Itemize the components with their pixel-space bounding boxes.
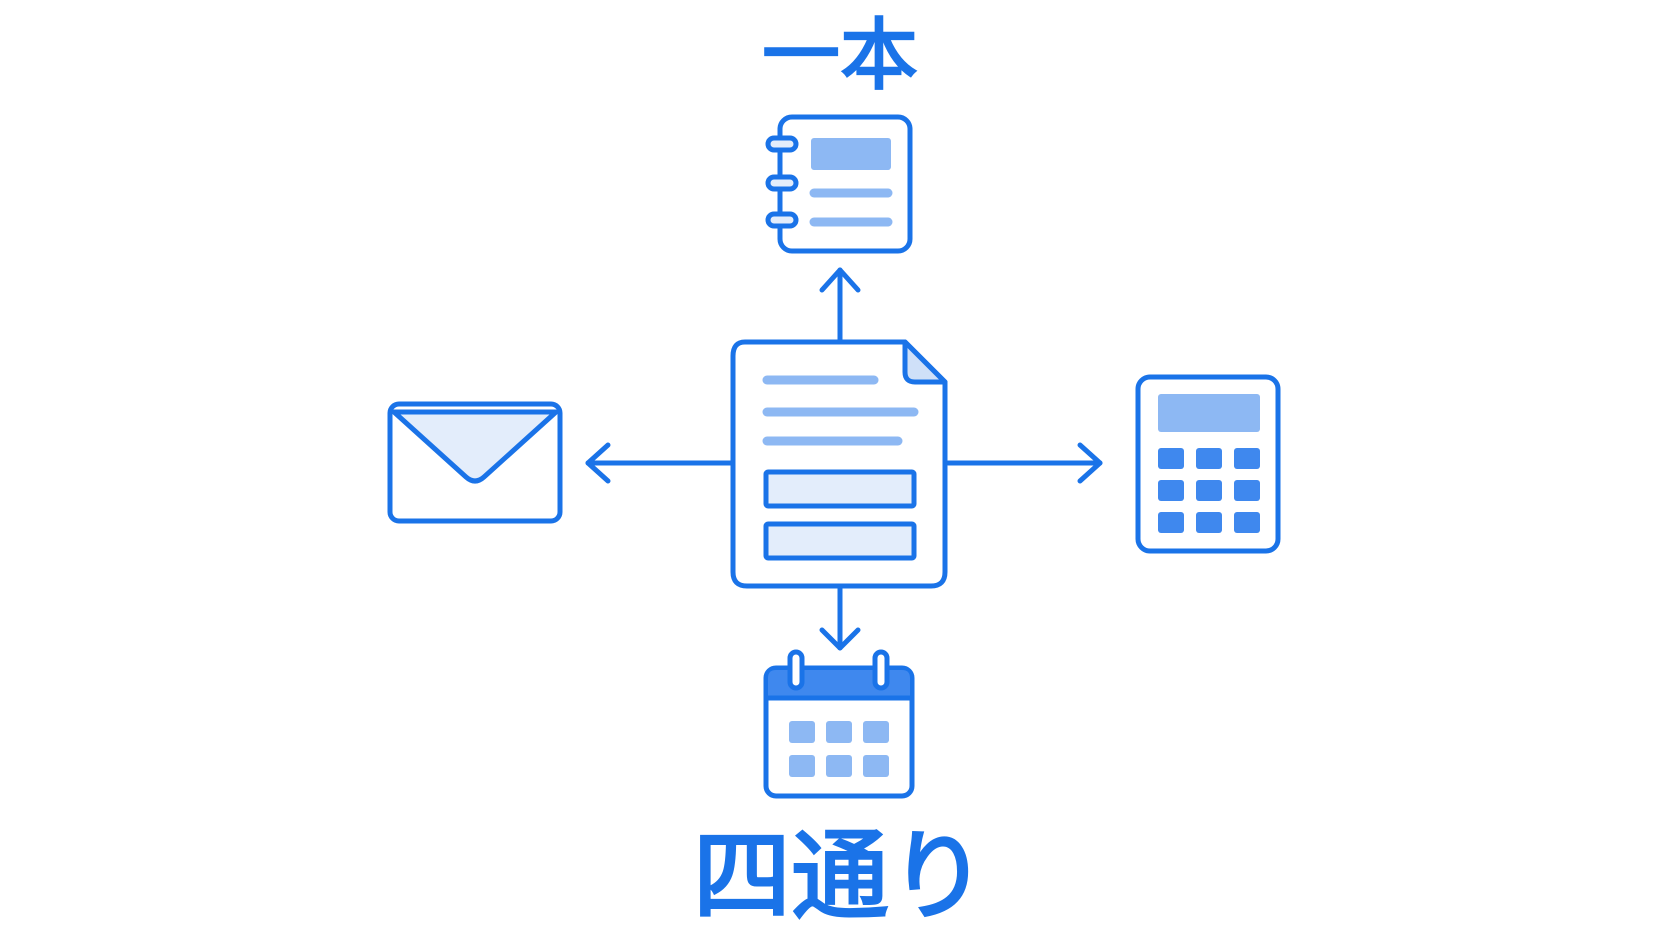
document-icon [730, 339, 948, 589]
notebook-icon [765, 114, 913, 254]
calendar-icon [763, 649, 915, 799]
calculator-icon [1135, 374, 1281, 554]
arrow-up-icon [819, 267, 861, 345]
arrow-down-icon [819, 585, 861, 651]
bottom-label: 四通り [693, 820, 987, 934]
arrow-left-icon [585, 442, 735, 484]
envelope-icon [387, 401, 563, 524]
arrow-right-icon [945, 442, 1103, 484]
top-label: 一本 [762, 11, 918, 101]
connector-arrows [585, 267, 1103, 651]
